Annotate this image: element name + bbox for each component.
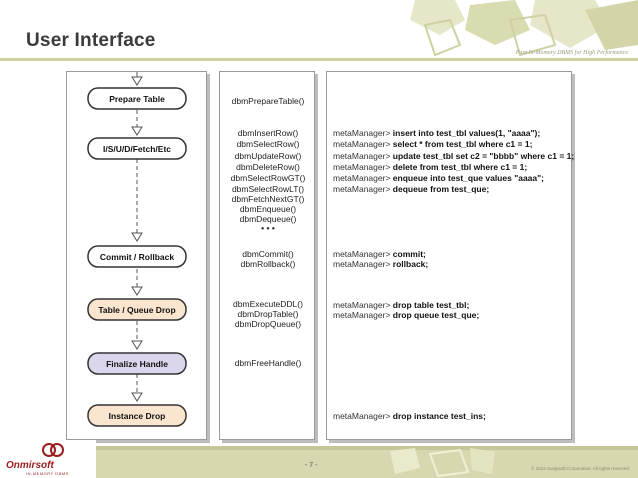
api-enqueue: dbmEnqueue(): [239, 204, 297, 214]
cmd-prompt: metaManager>: [333, 249, 391, 259]
api-execute-ddl: dbmExecuteDDL(): [233, 299, 303, 309]
flow-step-commit-rollback: Commit / Rollback: [87, 245, 187, 268]
logo-icon: [42, 443, 64, 457]
step-box: [87, 404, 187, 427]
page-title: User Interface: [26, 30, 156, 51]
step-box: [87, 87, 187, 110]
cmd-delete: metaManager> delete from test_tbl where …: [333, 162, 527, 173]
flow-step-table-queue-drop: Table / Queue Drop: [87, 298, 187, 321]
page-number: - 7 -: [305, 462, 318, 469]
cmd-sql: dequeue from test_que;: [392, 184, 490, 194]
cmd-sql: drop queue test_que;: [392, 310, 480, 320]
cmd-sql: delete from test_tbl where c1 = 1;: [392, 162, 528, 172]
api-select-row-lt: dbmSelectRowLT(): [231, 184, 305, 194]
flow-arrow: [131, 232, 143, 242]
api-fetch-next-gt: dbmFetchNextGT(): [231, 194, 305, 204]
flow-arrow: [131, 126, 143, 136]
step-box: [87, 137, 187, 160]
step-label: Prepare Table: [109, 94, 165, 104]
api-commit: dbmCommit(): [242, 249, 294, 259]
cmd-prompt: metaManager>: [333, 300, 391, 310]
cmd-prompt: metaManager>: [333, 259, 391, 269]
step-box: [87, 298, 187, 321]
logo-area: [0, 440, 96, 478]
cmd-prompt: metaManager>: [333, 139, 391, 149]
title-rule: [0, 58, 638, 61]
footer-decoration: [390, 448, 495, 478]
flow-arrow: [131, 286, 143, 296]
step-label: Table / Queue Drop: [98, 305, 175, 315]
logo-subtext: IN-MEMORY DBMS: [26, 471, 69, 476]
step-box: [87, 352, 187, 375]
footer-strip: [0, 446, 638, 450]
cmd-dequeue: metaManager> dequeue from test_que;: [333, 184, 489, 195]
cmd-drop-instance: metaManager> drop instance test_ins;: [333, 411, 486, 422]
flow-step-instance-drop: Instance Drop: [87, 404, 187, 427]
api-prepare-table: dbmPrepareTable(): [231, 96, 305, 106]
copyright: © 2013 Sunjesoft Corporation. All rights…: [531, 466, 630, 471]
api-free-handle: dbmFreeHandle(): [234, 358, 302, 368]
cmd-prompt: metaManager>: [333, 128, 391, 138]
step-label: Finalize Handle: [106, 359, 168, 369]
cmd-commit: metaManager> commit;: [333, 249, 426, 260]
cmd-prompt: metaManager>: [333, 173, 391, 183]
cmd-sql: drop instance test_ins;: [392, 411, 486, 421]
cmd-update: metaManager> update test_tbl set c2 = "b…: [333, 151, 574, 162]
api-drop-queue: dbmDropQueue(): [234, 319, 302, 329]
flow-panel: Prepare Table I/S/U/D/Fetch/Etc Commit /…: [66, 71, 207, 440]
api-delete-row: dbmDeleteRow(): [236, 162, 300, 172]
cmd-sql: select * from test_tbl where c1 = 1;: [392, 139, 533, 149]
api-rollback: dbmRollback(): [240, 259, 296, 269]
api-dequeue: dbmDequeue(): [239, 214, 297, 224]
tagline: Pure In-Memory DBMS for High Performance: [515, 50, 628, 56]
cmd-sql: enqueue into test_que values "aaaa";: [392, 173, 544, 183]
cmd-select: metaManager> select * from test_tbl wher…: [333, 139, 532, 150]
cmd-sql: rollback;: [392, 259, 429, 269]
flow-arrow: [131, 76, 143, 86]
api-insert-row: dbmInsertRow(): [237, 128, 299, 138]
step-box: [87, 245, 187, 268]
cmd-drop-queue: metaManager> drop queue test_que;: [333, 310, 479, 321]
flow-arrow: [131, 340, 143, 350]
cmd-prompt: metaManager>: [333, 150, 391, 161]
cmd-enqueue: metaManager> enqueue into test_que value…: [333, 173, 544, 184]
flow-arrow: [131, 392, 143, 402]
step-label: I/S/U/D/Fetch/Etc: [103, 144, 171, 154]
cmd-prompt: metaManager>: [333, 411, 391, 421]
cmd-drop-table: metaManager> drop table test_tbl;: [333, 300, 469, 311]
logo-text: Onmirsoft: [6, 460, 54, 471]
flow-diagram: Prepare Table I/S/U/D/Fetch/Etc Commit /…: [87, 72, 187, 427]
cmd-sql: update test_tbl set c2 = "bbbb" where c1…: [392, 150, 575, 161]
footer: [0, 446, 638, 478]
api-select-row-gt: dbmSelectRowGT(): [230, 173, 306, 183]
flow-step-dml: I/S/U/D/Fetch/Etc: [87, 137, 187, 160]
header-decoration: [395, 0, 638, 58]
command-panel: metaManager> insert into test_tbl values…: [326, 71, 574, 440]
api-panel: dbmPrepareTable() dbmInsertRow() dbmSele…: [219, 71, 315, 440]
cmd-sql: commit;: [392, 249, 426, 259]
cmd-prompt: metaManager>: [333, 310, 391, 320]
cmd-insert: metaManager> insert into test_tbl values…: [333, 128, 540, 139]
cmd-prompt: metaManager>: [333, 184, 391, 194]
api-drop-table: dbmDropTable(): [237, 309, 299, 319]
cmd-sql: insert into test_tbl values(1, "aaaa");: [392, 128, 541, 138]
cmd-prompt: metaManager>: [333, 162, 391, 172]
cmd-rollback: metaManager> rollback;: [333, 259, 428, 270]
flow-step-finalize-handle: Finalize Handle: [87, 352, 187, 375]
api-ellipsis: • • •: [261, 223, 275, 233]
api-select-row: dbmSelectRow(): [236, 139, 300, 149]
flow-step-prepare-table: Prepare Table: [87, 87, 187, 110]
cmd-sql: drop table test_tbl;: [392, 300, 470, 310]
step-label: Commit / Rollback: [100, 252, 174, 262]
api-update-row: dbmUpdateRow(): [234, 150, 302, 161]
step-label: Instance Drop: [109, 411, 166, 421]
